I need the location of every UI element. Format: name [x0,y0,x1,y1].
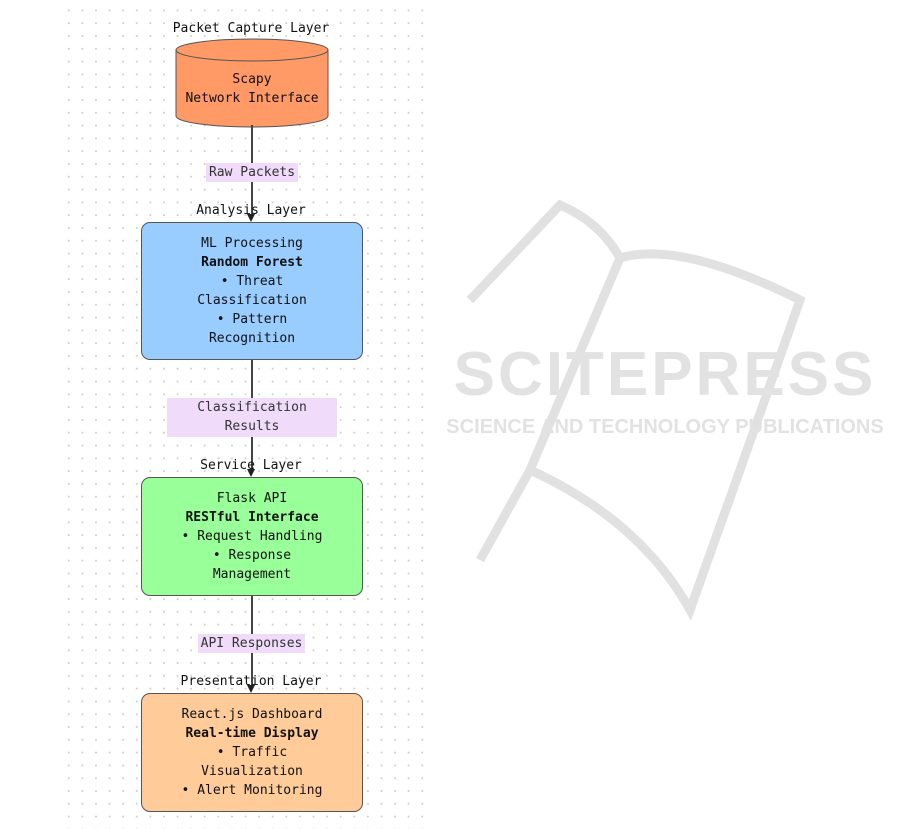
node-line: • Alert Monitoring [181,783,323,798]
edge-label-raw-packets: Raw Packets [206,163,298,182]
node-subtitle: Random Forest [201,255,303,270]
node-title: ML Processing [201,236,303,251]
node-line: • Traffic [216,745,288,760]
node-title: Flask API [216,491,288,506]
edge-label-classification-results: Classification Results [167,398,337,437]
layer-label-packet-capture: Packet Capture Layer [172,21,330,36]
node-line: Visualization [201,764,303,779]
node-subtitle: Real-time Display [185,726,319,741]
layer-label-analysis: Analysis Layer [196,203,306,218]
edge-label-line: Classification [197,400,307,415]
node-line: • Threat [220,274,284,289]
node-line: • Response [212,548,292,563]
node-scapy-line2: Network Interface [185,91,319,106]
arrow-head-icon [247,214,255,222]
node-line: Classification [197,293,307,308]
node-line: Management [212,567,292,582]
node-react-dashboard: React.js Dashboard Real-time Display • T… [141,693,363,812]
layer-label-presentation: Presentation Layer [180,674,322,689]
cylinder-node-scapy [175,38,329,128]
watermark-title: SCITEPRESS [453,340,877,409]
node-line: • Pattern [216,312,288,327]
node-line: • Request Handling [181,529,323,544]
watermark-subtitle: SCIENCE AND TECHNOLOGY PUBLICATIONS [446,416,884,438]
book-emblem-icon [466,199,806,621]
edge-label-line: Results [224,419,280,434]
node-line: Recognition [208,331,296,346]
arrow-head-icon [247,469,255,477]
edge-label-api-responses: API Responses [198,634,305,653]
node-subtitle: RESTful Interface [185,510,319,525]
node-ml-processing: ML Processing Random Forest • Threat Cla… [141,222,363,360]
layer-label-service: Service Layer [200,458,302,473]
node-title: React.js Dashboard [181,707,323,722]
node-scapy-line1: Scapy [232,72,272,87]
node-flask-api: Flask API RESTful Interface • Request Ha… [141,477,363,596]
arrow-head-icon [247,685,255,693]
